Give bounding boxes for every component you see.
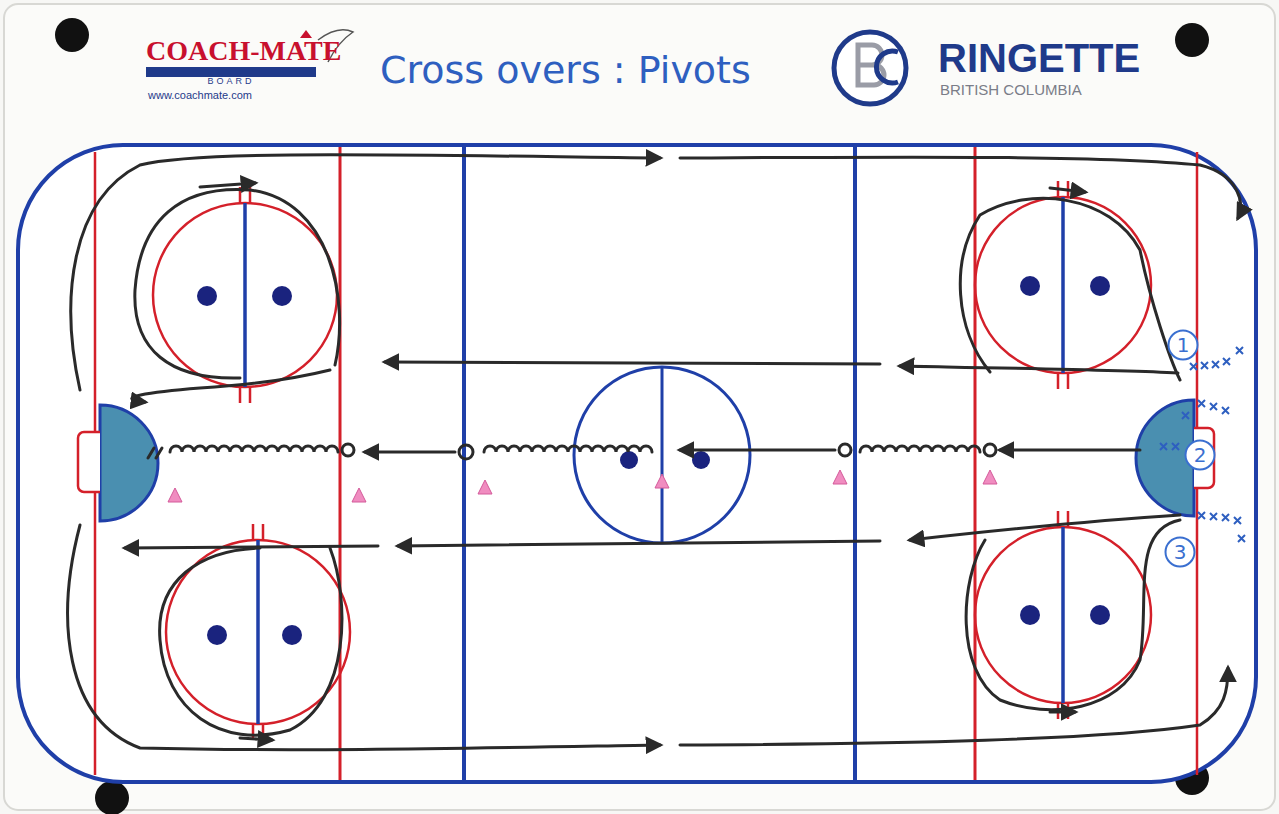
brand-sub: BOARD <box>207 77 254 87</box>
org-region: BRITISH COLUMBIA <box>940 82 1082 99</box>
brand-logo: COACH-MATE <box>146 36 341 67</box>
org-name: RINGETTE <box>938 36 1140 80</box>
callout-number: 3 <box>1174 542 1187 562</box>
callout-circle: 1 <box>1167 329 1199 361</box>
callout-number: 2 <box>1194 445 1207 465</box>
callout-circle: 3 <box>1164 536 1196 568</box>
brand-url: www.coachmate.com <box>148 89 252 101</box>
callout-number: 1 <box>1177 335 1190 355</box>
board-title: Cross overs : Pivots <box>380 50 751 92</box>
callout-circle: 2 <box>1184 439 1216 471</box>
